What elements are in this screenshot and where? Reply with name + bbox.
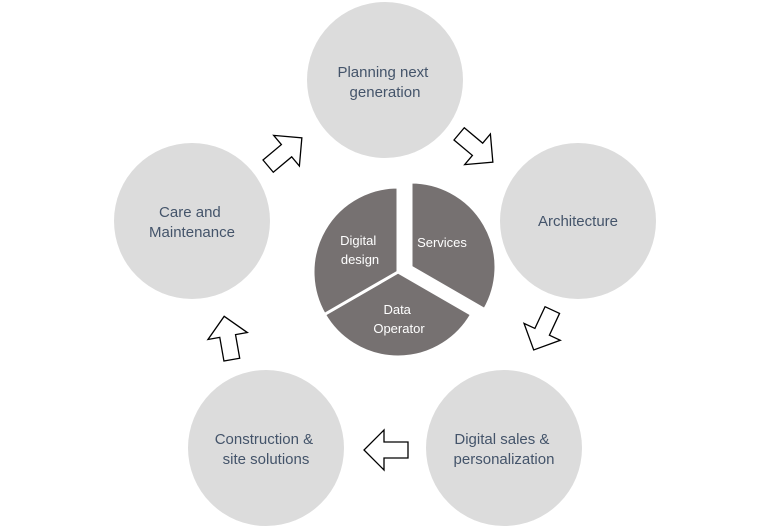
svg-text:Planning next generation: Planning next generation	[337, 64, 432, 101]
cycle-node-planning-line-1: Planning next	[337, 64, 429, 81]
cycle-node-care-line-1: Care and	[159, 204, 221, 221]
svg-text:Digital design: Digital design	[340, 233, 380, 267]
svg-text:Construction & site solu: Construction & site solutions	[215, 431, 318, 468]
cycle-node-digital-sales-line-2: personalization	[454, 451, 555, 468]
svg-text:Data Operator: Data Operator	[373, 302, 425, 336]
cycle-node-construction-line-1: Construction &	[215, 431, 313, 448]
core-pie: Services Data Operator Digital design	[311, 180, 498, 359]
pie-slice-services	[409, 180, 498, 312]
pie-label-data-operator-line-1: Data	[383, 302, 411, 317]
svg-text:Digital sales & personal: Digital sales & personalization	[454, 431, 555, 468]
cycle-node-care-line-2: Maintenance	[149, 224, 235, 241]
cycle-node-digital-sales-line-1: Digital sales &	[454, 431, 549, 448]
svg-text:Care and Maintenance: Care and Maintenance	[149, 204, 235, 241]
pie-slice-digital-design	[311, 185, 400, 317]
svg-text:Services: Services	[417, 235, 467, 250]
cycle-node-planning-line-2: generation	[350, 84, 421, 101]
cycle-node-architecture: Architecture	[500, 143, 656, 299]
cycle-node-construction-line-2: site solutions	[223, 451, 310, 468]
cycle-node-planning: Planning next generation	[307, 2, 463, 158]
arrow-digital-sales-to-construction-icon	[363, 428, 409, 472]
arrow-care-to-planning-icon	[262, 134, 303, 174]
arrow-construction-to-care-icon	[206, 315, 250, 362]
cycle-node-construction: Construction & site solutions	[188, 370, 344, 526]
pie-slice-data-operator	[322, 270, 474, 359]
arrow-architecture-to-digital-sales-icon	[522, 305, 562, 351]
svg-text:Architecture: Architecture	[538, 213, 618, 230]
pie-label-data-operator-line-2: Operator	[373, 321, 425, 336]
pie-label-digital-design-line-2: design	[341, 252, 379, 267]
cycle-node-care: Care and Maintenance	[114, 143, 270, 299]
pie-label-digital-design-line-1: Digital	[340, 233, 376, 248]
cycle-node-architecture-line-1: Architecture	[538, 213, 618, 230]
pie-label-services: Services	[417, 235, 467, 250]
arrow-planning-to-architecture-icon	[453, 126, 494, 166]
cycle-node-digital-sales: Digital sales & personalization	[426, 370, 582, 526]
